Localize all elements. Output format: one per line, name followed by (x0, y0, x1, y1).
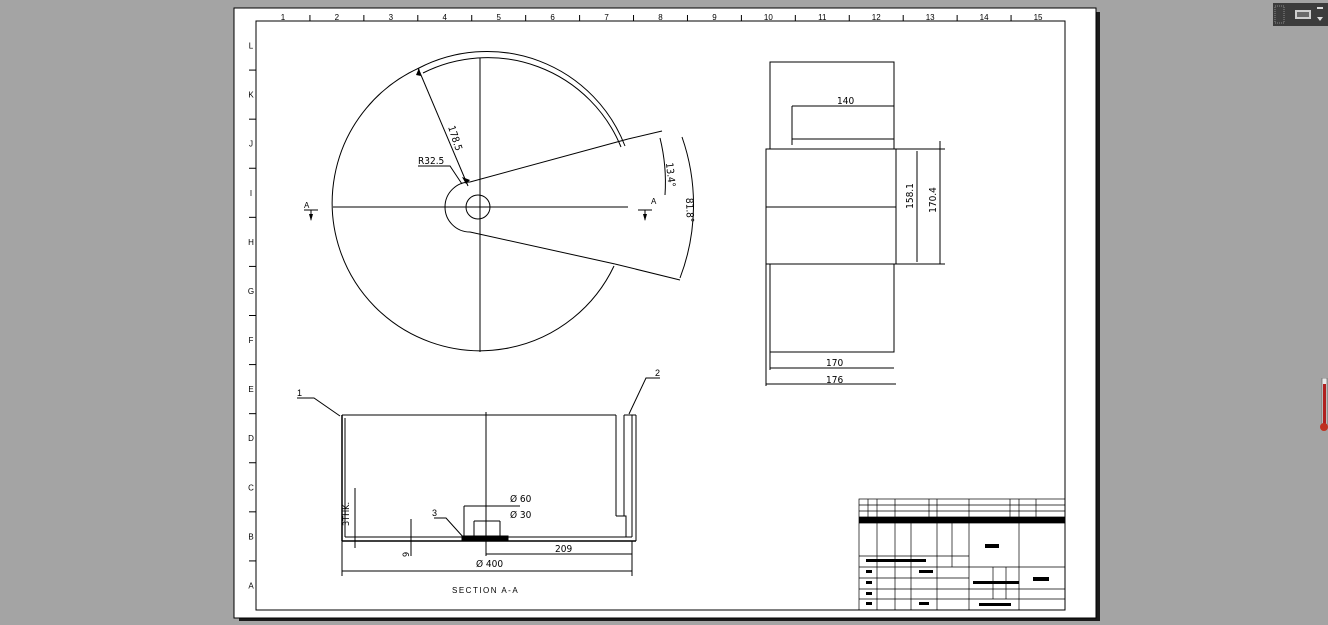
side-dim-bottom-outer: 176 (826, 375, 843, 386)
title-block-mark-10 (866, 602, 872, 605)
radius-arrowhead-outer (416, 68, 421, 76)
column-number-11: 11 (818, 13, 827, 22)
balloon-2: 2 (655, 368, 660, 378)
section-dim-foot: 9 (402, 552, 412, 557)
keyboard-icon[interactable] (1273, 3, 1328, 26)
section-arrowhead-right (643, 214, 647, 221)
outer-circle-arc (331, 67, 615, 352)
section-arrowhead-left (309, 214, 313, 221)
section-dim-thickness: 3THK. (342, 502, 352, 526)
row-letter-G: G (248, 287, 254, 296)
radius-arrowhead (462, 177, 470, 184)
hub-arc (444, 181, 471, 233)
side-dim-bottom-inner: 170 (826, 358, 843, 369)
section-hub-plate (461, 535, 509, 542)
title-block-frame (858, 498, 1066, 611)
side-view (765, 61, 945, 386)
title-block-mark-7 (866, 570, 872, 573)
row-letter-B: B (248, 532, 253, 541)
sheet-paper (233, 7, 1097, 619)
thermometer-slider-icon[interactable] (1320, 378, 1328, 432)
balloon-3-leader (434, 517, 465, 539)
section-view (297, 377, 660, 576)
column-number-4: 4 (443, 13, 448, 22)
balloon-3: 3 (432, 508, 437, 518)
r32-leader (418, 165, 463, 185)
title-block-mark-1 (985, 544, 999, 548)
row-letter-I: I (250, 189, 252, 198)
section-dim-dia-60: Ø 60 (510, 493, 532, 505)
hub-hole (465, 194, 491, 220)
row-letter-A: A (248, 581, 254, 590)
row-letter-E: E (248, 385, 253, 394)
column-number-7: 7 (604, 13, 609, 22)
section-dim-209: 209 (555, 544, 572, 555)
rim-arc (418, 50, 626, 147)
column-number-2: 2 (335, 13, 340, 22)
column-number-3: 3 (389, 13, 394, 22)
angle-arc-large (679, 136, 695, 279)
section-step (616, 515, 627, 537)
angle-ext-upper (627, 130, 663, 140)
side-dim-outer-height: 170.4 (928, 187, 939, 213)
section-marker-right: A (651, 197, 657, 206)
column-number-15: 15 (1034, 13, 1043, 22)
plan-dim-angle: 13.4° (663, 162, 677, 188)
section-dim-dia-400: Ø 400 (476, 558, 503, 570)
section-dim-dia-30: Ø 30 (510, 509, 532, 521)
title-block-mark-8 (866, 581, 872, 584)
column-number-14: 14 (980, 13, 989, 22)
column-number-5: 5 (496, 13, 501, 22)
angle-ext-lower (614, 263, 681, 281)
side-dim-inner-height: 158.1 (905, 183, 916, 209)
title-block-mark-6 (979, 603, 1011, 606)
row-letter-L: L (249, 42, 254, 51)
title-block-mark-11 (919, 602, 929, 605)
column-number-10: 10 (764, 13, 773, 22)
row-letter-F: F (249, 336, 254, 345)
column-number-8: 8 (658, 13, 663, 22)
row-letter-D: D (248, 434, 254, 443)
title-block-header-bar (859, 517, 1065, 523)
column-number-6: 6 (550, 13, 555, 22)
row-letter-K: K (248, 91, 254, 100)
row-letter-J: J (249, 140, 253, 149)
section-title: SECTION A-A (452, 586, 519, 595)
column-number-1: 1 (281, 13, 286, 22)
title-block-mark-3 (866, 559, 926, 562)
column-number-13: 13 (926, 13, 935, 22)
angle-arc-small (659, 137, 666, 196)
radius-leader (417, 67, 469, 187)
side-dim-top: 140 (837, 96, 854, 107)
title-block-mark-4 (919, 570, 933, 573)
title-block-mark-2 (1033, 577, 1049, 581)
balloon-2-leader (628, 377, 660, 415)
wedge-lower-edge (469, 231, 616, 265)
plan-dim-chord: 81.8° (683, 198, 695, 223)
section-marker-left: A (304, 201, 310, 210)
row-letter-H: H (248, 238, 254, 247)
rim-inner-arc (422, 57, 622, 148)
plan-view (304, 50, 695, 352)
column-number-9: 9 (712, 13, 717, 22)
title-block-mark-5 (973, 581, 1019, 584)
plan-dim-radius-inner: R32.5 (418, 156, 444, 167)
column-number-12: 12 (872, 13, 881, 22)
wedge-upper-edge (469, 138, 629, 183)
row-ruler: L K J I H G F E D C B A (248, 42, 256, 590)
balloon-1: 1 (297, 388, 302, 398)
balloon-1-leader (297, 397, 341, 417)
title-block-mark-9 (866, 592, 872, 595)
row-letter-C: C (248, 483, 254, 492)
